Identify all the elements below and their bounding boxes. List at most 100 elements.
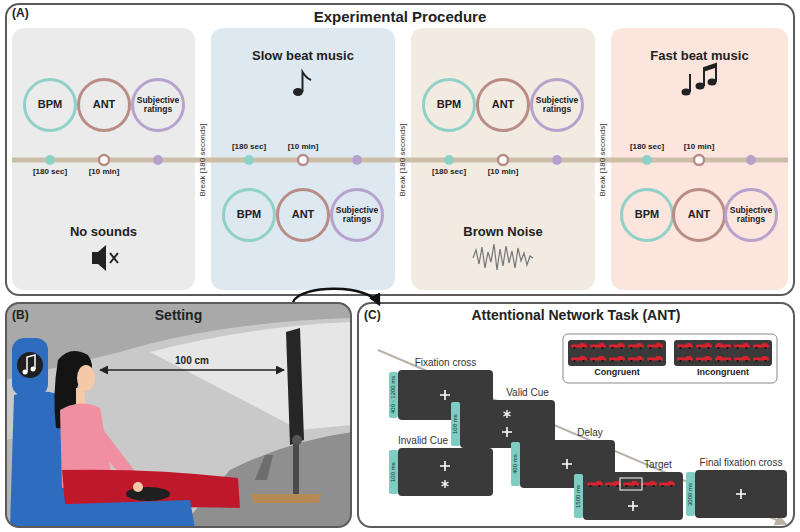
trial-screen xyxy=(442,480,449,488)
trial-screen xyxy=(641,481,657,487)
flanker-screen xyxy=(628,343,644,349)
trial-screen xyxy=(574,474,583,518)
measure-circle: ANT xyxy=(672,188,726,242)
flanker-screen xyxy=(674,340,772,366)
screen-title: Delay xyxy=(560,427,620,438)
timeline-dot xyxy=(352,155,362,165)
timeline-dot xyxy=(694,155,704,165)
notes-icon xyxy=(708,79,717,86)
break-label: Break [180 seconds] xyxy=(597,100,609,220)
duration-label: [180 sec] xyxy=(409,167,489,176)
condition-name: Fast beat music xyxy=(611,48,788,63)
trial-screen xyxy=(504,410,511,418)
measure-circle: BPM xyxy=(422,78,476,132)
trial-screen xyxy=(659,481,675,487)
panel-letter: (A) xyxy=(12,6,29,20)
duration-label: [10 min] xyxy=(463,167,543,176)
car-interior xyxy=(76,388,85,404)
panel-letter: (C) xyxy=(364,308,381,322)
notes-icon xyxy=(704,64,716,86)
screen-title: Target xyxy=(628,459,688,470)
flanker-screen xyxy=(734,356,750,362)
timeline-dot xyxy=(45,155,55,165)
measure-name: Subjective ratings xyxy=(333,206,381,224)
duration-label: [180 sec] xyxy=(209,142,289,151)
flanker-frame xyxy=(563,334,777,383)
car-interior xyxy=(133,482,143,492)
seat-cushion xyxy=(40,500,195,527)
circle-outline xyxy=(25,80,76,131)
duration-tab: 3000 ms xyxy=(686,472,695,516)
screen-title: Final fixation cross xyxy=(695,457,787,468)
time-arrow xyxy=(378,350,786,524)
trial-screen xyxy=(440,461,450,471)
flanker-screen xyxy=(696,343,712,349)
circle-outline xyxy=(726,190,777,241)
measure-circle: ANT xyxy=(276,188,330,242)
mute-icon xyxy=(92,245,106,271)
circle-outline xyxy=(79,80,130,131)
note-icon xyxy=(293,88,303,96)
condition-block: Brown NoiseBPMANTSubjective ratings xyxy=(411,28,595,290)
circle-outline xyxy=(674,190,725,241)
measure-name: BPM xyxy=(623,209,671,221)
circle-outline xyxy=(424,80,475,131)
mute-icon xyxy=(110,253,118,263)
trial-screen: Final fixation cross3000 ms xyxy=(695,470,787,518)
circle-outline xyxy=(332,190,383,241)
circle-outline xyxy=(224,190,275,241)
flanker-screen xyxy=(609,343,625,349)
measure-circle: Subjective ratings xyxy=(530,78,584,132)
trial-screen xyxy=(587,481,603,487)
flanker-screen xyxy=(571,356,587,362)
trial-screen xyxy=(520,440,615,488)
duration-tab: 400 ms xyxy=(511,442,520,486)
trial-screen xyxy=(562,459,572,469)
measure-circle: Subjective ratings xyxy=(330,188,384,242)
condition-block: Fast beat musicBPMANTSubjective ratings xyxy=(611,28,788,290)
condition-name: No sounds xyxy=(12,224,195,239)
timeline-dot xyxy=(153,155,163,165)
trial-screen xyxy=(502,427,512,437)
measure-name: ANT xyxy=(279,209,327,221)
car-interior xyxy=(6,303,351,527)
flanker-screen xyxy=(753,356,769,362)
trial-screen xyxy=(736,489,746,499)
measure-circle: Subjective ratings xyxy=(724,188,778,242)
flanker-screen xyxy=(753,343,769,349)
trial-screen xyxy=(686,472,695,516)
car-interior xyxy=(6,303,351,527)
trial-screen xyxy=(620,478,642,490)
notes-icon xyxy=(682,64,717,96)
car-interior xyxy=(31,367,36,372)
car-interior xyxy=(255,455,273,480)
trial-screen xyxy=(628,501,638,511)
notes-icon xyxy=(682,89,691,96)
trial-screen xyxy=(398,370,493,420)
flanker-box: Congruent xyxy=(568,340,666,366)
measure-name: BPM xyxy=(225,209,273,221)
car-interior xyxy=(150,322,351,430)
flanker-screen xyxy=(609,356,625,362)
measure-name: ANT xyxy=(479,99,527,111)
driver-hair xyxy=(54,351,92,430)
flanker-screen xyxy=(715,356,731,362)
flanker-box: Incongruent xyxy=(674,340,772,366)
trial-screen xyxy=(583,472,683,520)
circle-outline xyxy=(532,80,583,131)
condition-block: Slow beat musicBPMANTSubjective ratings xyxy=(211,28,395,290)
car-interior xyxy=(23,370,28,375)
timeline-dot xyxy=(99,155,109,165)
response-device xyxy=(126,487,170,501)
duration-label: [180 sec] xyxy=(10,167,90,176)
flanker-screen xyxy=(568,340,772,366)
connector-arrow xyxy=(293,289,379,304)
measure-circle: BPM xyxy=(620,188,674,242)
seat-back xyxy=(10,391,78,527)
notes-icon xyxy=(689,74,691,92)
timeline-dot xyxy=(552,155,562,165)
headrest xyxy=(12,338,48,396)
measure-name: BPM xyxy=(26,99,74,111)
